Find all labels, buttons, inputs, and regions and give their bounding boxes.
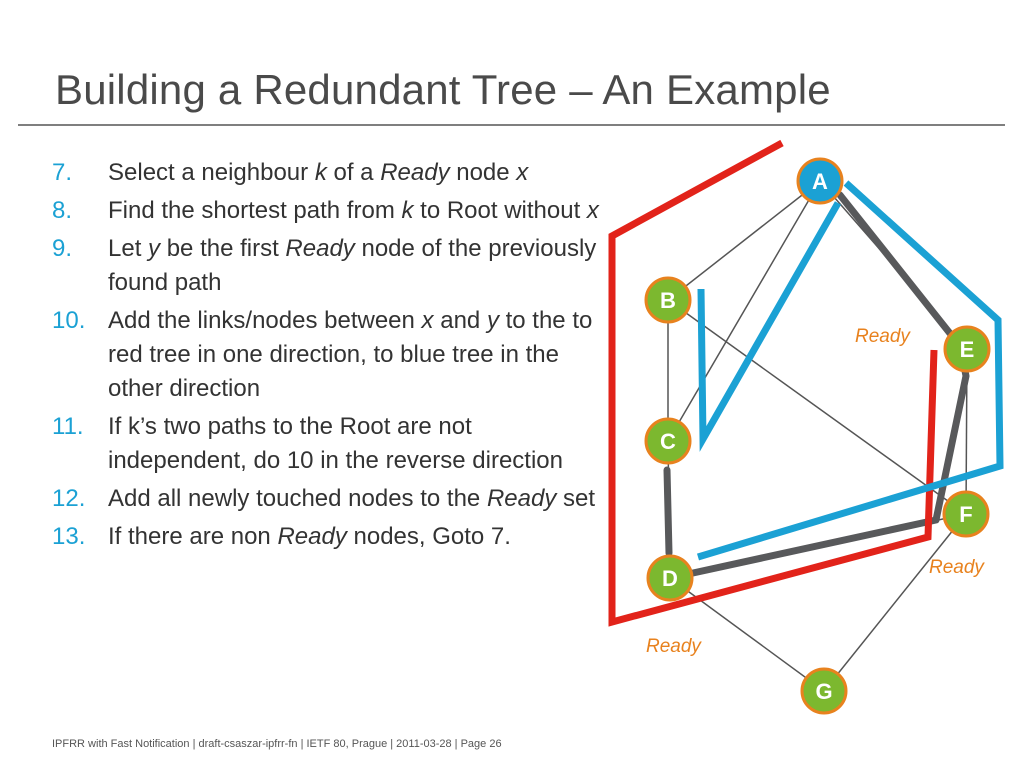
step-number: 9.: [52, 235, 73, 262]
link-a-c: [667, 180, 821, 442]
step-italic-term: k: [401, 197, 414, 224]
red-tree-path: [608, 139, 938, 627]
step-text-run: If there are non: [108, 523, 278, 550]
gray-path: [663, 191, 970, 577]
node-a-label: A: [812, 169, 828, 194]
node-a: A: [796, 157, 844, 205]
node-f-label: F: [959, 502, 972, 527]
step-text-run: to Root without: [413, 197, 587, 224]
step-item: 12. Add all newly touched nodes to the R…: [52, 482, 612, 516]
step-italic-term: x: [516, 159, 529, 186]
step-italic-term: k: [314, 159, 327, 186]
step-text: If k’s two paths to the Root are not ind…: [108, 410, 612, 478]
step-text: Add all newly touched nodes to the Ready…: [108, 482, 612, 516]
step-number: 12.: [52, 485, 86, 512]
step-italic-term: x: [586, 197, 599, 224]
step-text-run: Find the shortest path from: [108, 197, 402, 224]
step-italic-term: Ready: [277, 523, 347, 550]
step-text: Let y be the first Ready node of the pre…: [108, 232, 612, 300]
step-italic-term: Ready: [486, 485, 557, 512]
node-b-label: B: [660, 288, 676, 313]
link-f-g: [823, 513, 967, 692]
step-italic-term: y: [148, 235, 161, 262]
gray-path-d-f-e-a: [689, 191, 970, 577]
node-a-circle: [796, 157, 844, 205]
step-text-run: set: [556, 485, 595, 512]
step-number: 7.: [52, 159, 73, 186]
step-text-run: If k’s two paths to the Root are not ind…: [108, 413, 563, 474]
node-c: C: [644, 417, 692, 465]
title-divider: [18, 124, 1005, 126]
red-tree: [608, 139, 938, 627]
ready-label-d: Ready: [646, 636, 702, 657]
node-f: F: [942, 490, 990, 538]
node-g-label: G: [815, 679, 832, 704]
step-number: 11.: [52, 413, 84, 440]
node-d-circle: [646, 554, 694, 602]
node-b: B: [644, 276, 692, 324]
step-italic-term: Ready: [285, 235, 355, 262]
node-b-circle: [644, 276, 692, 324]
step-number: 10.: [52, 307, 86, 334]
step-text-run: of a: [326, 159, 381, 186]
step-item: 10. Add the links/nodes between x and y …: [52, 304, 612, 406]
node-f-circle: [942, 490, 990, 538]
step-text: Add the links/nodes between x and y to t…: [108, 304, 612, 406]
node-d-label: D: [662, 566, 678, 591]
step-text-run: node of the previously found path: [108, 235, 597, 296]
step-text: Find the shortest path from k to Root wi…: [108, 194, 612, 228]
step-italic-term: y: [486, 307, 499, 334]
node-c-circle: [644, 417, 692, 465]
link-b-f: [667, 299, 967, 515]
step-text: Select a neighbour k of a Ready node x: [108, 156, 612, 190]
step-italic-term: x: [421, 307, 434, 334]
step-number: 13.: [52, 523, 86, 550]
node-e-circle: [943, 325, 991, 373]
ready-label-f: Ready: [929, 557, 985, 578]
link-d-g: [669, 577, 825, 692]
step-text: If there are non Ready nodes, Goto 7.: [108, 520, 612, 554]
step-italic-term: Ready: [380, 159, 450, 186]
node-c-label: C: [660, 429, 676, 454]
algorithm-steps: 7. Select a neighbour k of a Ready node …: [52, 156, 612, 558]
node-e-label: E: [960, 337, 975, 362]
step-text-run: nodes, Goto 7.: [346, 523, 511, 550]
step-item: 13. If there are non Ready nodes, Goto 7…: [52, 520, 612, 554]
step-text-run: Add the links/nodes between: [108, 307, 422, 334]
node-g: G: [800, 667, 848, 715]
blue-tree-path-b-c-a: [697, 201, 842, 452]
step-text-run: and: [433, 307, 487, 334]
step-item: 11. If k’s two paths to the Root are not…: [52, 410, 612, 478]
ready-label-e: Ready: [855, 326, 911, 347]
step-text-run: to the to red tree in one direction, to …: [108, 307, 593, 402]
slide-footer: IPFRR with Fast Notification | draft-csa…: [52, 738, 502, 750]
step-item: 7. Select a neighbour k of a Ready node …: [52, 156, 612, 190]
link-a-b: [667, 180, 821, 301]
step-text-run: Select a neighbour: [108, 159, 315, 186]
slide-title: Building a Redundant Tree – An Example: [55, 66, 831, 113]
step-item: 9. Let y be the first Ready node of the …: [52, 232, 612, 300]
step-text-run: Add all newly touched nodes to the: [108, 485, 487, 512]
blue-tree-path-a-e-d: [696, 180, 1004, 561]
step-text-run: be the first: [160, 235, 286, 262]
blue-tree: [696, 180, 1004, 561]
node-e: E: [943, 325, 991, 373]
graph-links: [667, 180, 968, 692]
step-text-run: Let: [108, 235, 149, 262]
step-text-run: node: [449, 159, 517, 186]
node-g-circle: [800, 667, 848, 715]
gray-path-c-d: [663, 466, 673, 557]
node-d: D: [646, 554, 694, 602]
step-number: 8.: [52, 197, 73, 224]
step-item: 8. Find the shortest path from k to Root…: [52, 194, 612, 228]
